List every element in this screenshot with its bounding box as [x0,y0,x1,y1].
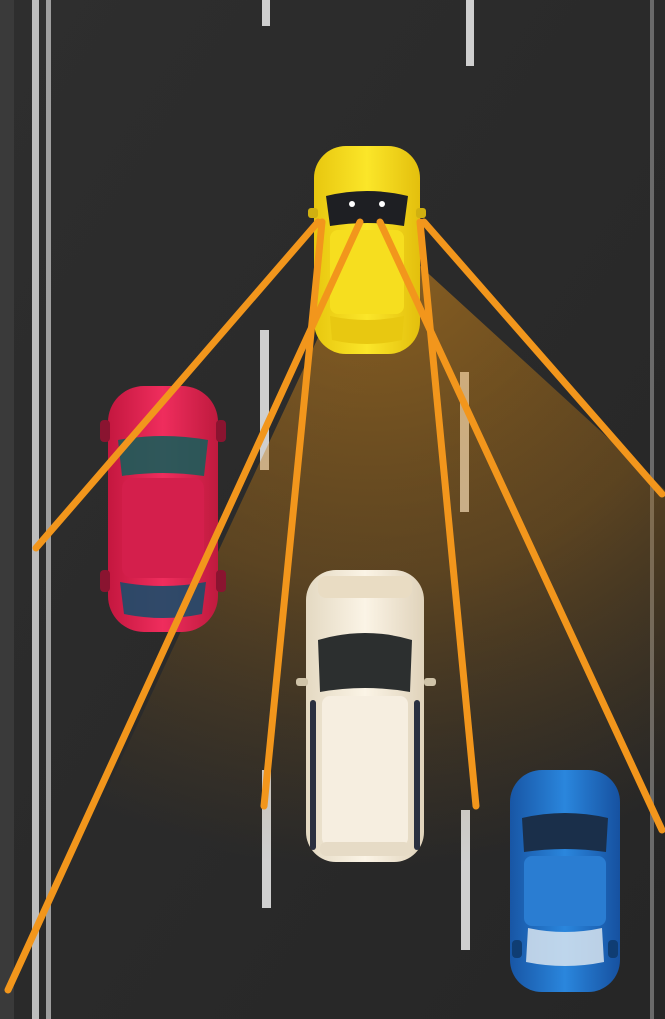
yellow-car-icon [308,146,426,354]
lane-dash [466,0,474,66]
white-car-icon [296,570,436,862]
red-car-icon [100,386,226,632]
blue-car-icon [510,770,620,992]
lane-dash [262,0,270,26]
edge-line-left-1 [32,0,39,1019]
edge-line-left-2 [46,0,51,1019]
road-shoulder [0,0,14,1019]
